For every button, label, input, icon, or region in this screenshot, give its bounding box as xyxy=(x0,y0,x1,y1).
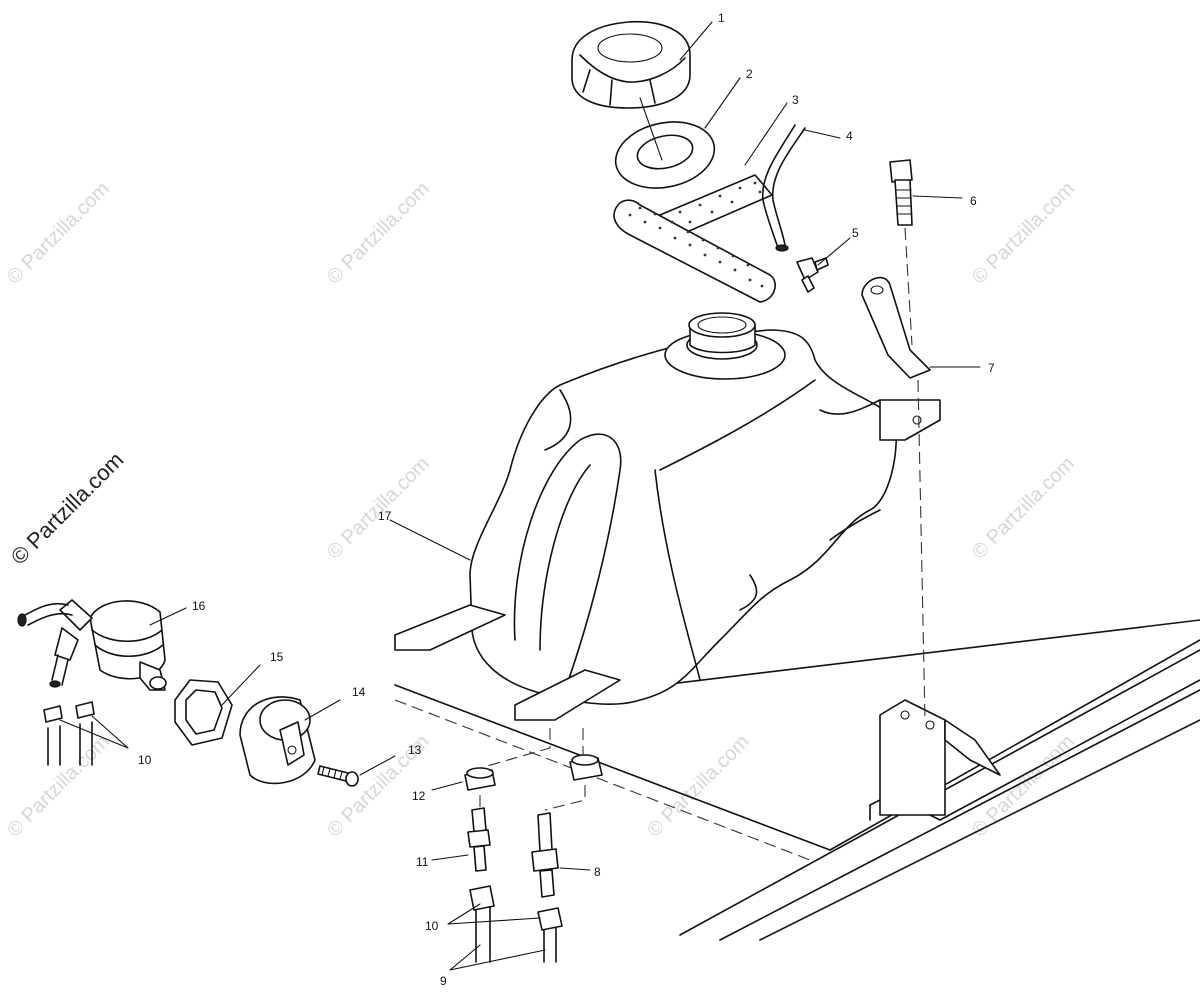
frame-mount-bracket xyxy=(879,699,1001,816)
callout-10-left: 10 xyxy=(138,753,152,767)
foam-texture xyxy=(628,181,764,288)
watermark-primary: © Partzilla.com xyxy=(6,447,129,570)
callout-15: 15 xyxy=(270,650,284,664)
callout-7: 7 xyxy=(988,361,995,375)
tank-bracket xyxy=(861,276,931,721)
callout-9: 9 xyxy=(440,974,447,988)
callout-4: 4 xyxy=(846,129,853,143)
callout-16: 16 xyxy=(192,599,206,613)
foam-pads xyxy=(613,174,776,303)
callout-11: 11 xyxy=(416,855,429,869)
callout-3: 3 xyxy=(792,93,799,107)
mounting-bolt xyxy=(889,159,913,346)
grommets xyxy=(431,728,603,791)
fuel-fitting-left xyxy=(431,795,491,872)
vent-hose xyxy=(761,124,806,252)
callout-6: 6 xyxy=(970,194,977,208)
fuel-pump xyxy=(17,599,167,691)
callout-5: 5 xyxy=(852,226,859,240)
callout-2: 2 xyxy=(746,67,753,81)
callout-17: 17 xyxy=(378,509,392,523)
hex-nut xyxy=(174,664,261,746)
fuel-tank xyxy=(394,312,941,721)
fuel-valve xyxy=(239,696,341,785)
callout-14: 14 xyxy=(352,685,366,699)
callout-1: 1 xyxy=(718,11,725,25)
callout-8: 8 xyxy=(594,865,601,879)
callout-labels: 1 2 3 4 5 6 7 8 9 10 10 11 12 13 14 15 1… xyxy=(138,11,995,988)
valve-screw xyxy=(317,755,396,787)
vent-fitting xyxy=(796,257,829,293)
fuel-cap xyxy=(571,20,691,109)
lower-hoses-clamps xyxy=(447,885,563,971)
callout-10-lower: 10 xyxy=(425,919,439,933)
callout-12: 12 xyxy=(412,789,426,803)
watermark-faint: © Partzilla.com xyxy=(3,731,114,842)
fuel-fitting-right xyxy=(531,785,591,898)
watermark-faint: © Partzilla.com xyxy=(323,178,434,289)
cap-gasket xyxy=(614,97,716,189)
watermark-faint: © Partzilla.com xyxy=(968,178,1079,289)
watermark-faint: © Partzilla.com xyxy=(968,453,1079,564)
leader-lines xyxy=(149,21,981,626)
watermark-faint: © Partzilla.com xyxy=(3,178,114,289)
callout-13: 13 xyxy=(408,743,422,757)
left-hose-clamps xyxy=(43,701,129,766)
